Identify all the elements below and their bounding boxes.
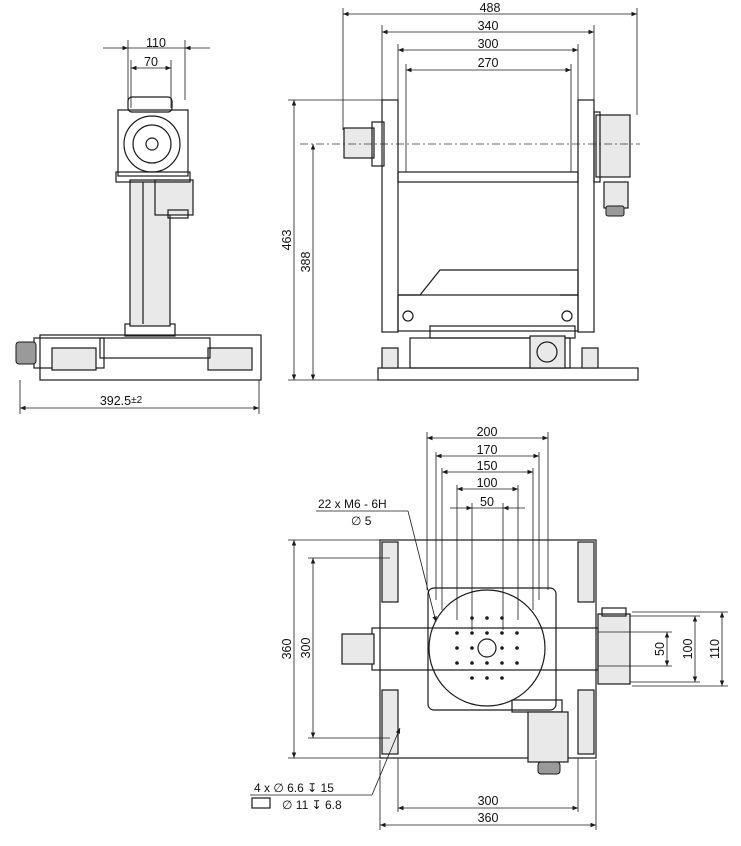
- front-frame-left: [381, 99, 399, 333]
- front-right-motor: [603, 181, 629, 209]
- rotary-thread-hole: [500, 631, 504, 635]
- front-left-motor: [343, 127, 375, 159]
- dim-top-100: 100: [477, 476, 498, 490]
- side-view: 110 70 392.5±2: [15, 36, 262, 414]
- rotary-thread-hole: [455, 631, 459, 635]
- dim-side-70: 70: [144, 55, 158, 69]
- dim-top-200: 200: [477, 425, 498, 439]
- dim-top-50-right: 50: [653, 642, 667, 656]
- front-frame-plate: [397, 171, 579, 183]
- side-base-left-handle: [51, 347, 97, 371]
- top-left-motor: [341, 633, 375, 665]
- thread-note-leader: [407, 510, 437, 623]
- dim-side-392-5: 392.5±2: [100, 394, 143, 408]
- rotary-thread-hole: [485, 661, 489, 665]
- front-frame-right: [577, 99, 595, 333]
- front-view: 488 340 300 270 463 388: [280, 1, 640, 381]
- rotary-thread-hole: [485, 676, 489, 680]
- dim-front-463: 463: [280, 230, 294, 251]
- dim-front-340: 340: [478, 19, 499, 33]
- dim-top-360-bottom: 360: [478, 811, 499, 825]
- rotary-thread-hole: [500, 661, 504, 665]
- dim-top-110-right: 110: [708, 639, 722, 659]
- top-rail-right-upper: [577, 541, 595, 603]
- mount-note-line1: 4 x ∅ 6.6 ↧ 15: [254, 781, 334, 795]
- side-rotary-center: [145, 137, 159, 151]
- front-bolt-right: [561, 310, 573, 322]
- top-rail-left-lower: [381, 689, 399, 755]
- dim-top-300-vertical: 300: [299, 638, 313, 659]
- rotary-thread-hole: [515, 661, 519, 665]
- mount-note-line2: ∅ 11 ↧ 6.8: [282, 798, 342, 812]
- rotary-thread-hole: [515, 646, 519, 650]
- rotary-thread-hole: [500, 646, 504, 650]
- dim-top-150: 150: [477, 459, 498, 473]
- dim-top-360-vertical: 360: [280, 639, 294, 660]
- rotary-thread-hole: [470, 631, 474, 635]
- front-stage-motor: [529, 335, 566, 369]
- side-head: [117, 109, 189, 177]
- rotary-thread-hole: [500, 616, 504, 620]
- top-rail-right-lower: [577, 689, 595, 755]
- rotary-thread-hole: [515, 631, 519, 635]
- side-rotary-outer: [123, 115, 181, 173]
- rotary-thread-hole: [470, 661, 474, 665]
- rotary-thread-hole: [470, 676, 474, 680]
- top-view: 200 170 150 100 50 22 x M6 - 6H ∅ 5 360: [250, 425, 728, 830]
- front-right-flange: [593, 111, 601, 183]
- dim-top-170: 170: [477, 443, 498, 457]
- front-stage-motor-face: [536, 341, 558, 363]
- top-motor-knob: [537, 761, 561, 775]
- front-bolt-left: [402, 310, 414, 322]
- dim-top-50: 50: [480, 495, 494, 509]
- front-base: [377, 367, 639, 381]
- side-rotary-inner: [132, 124, 172, 164]
- rotary-thread-hole: [455, 646, 459, 650]
- rotary-thread-hole: [485, 631, 489, 635]
- top-rail-left-upper: [381, 541, 399, 603]
- dim-top-300-bottom: 300: [478, 794, 499, 808]
- front-right-knob: [605, 205, 625, 217]
- front-foot-left: [381, 347, 399, 369]
- front-frame-bottom: [397, 294, 579, 332]
- dim-front-270: 270: [478, 56, 499, 70]
- dim-top-100-right: 100: [681, 639, 695, 660]
- rotary-thread-hole: [470, 646, 474, 650]
- top-right-cap: [601, 607, 627, 617]
- side-base: [39, 334, 262, 381]
- dim-front-488: 488: [480, 1, 501, 15]
- side-base-center: [99, 337, 211, 359]
- thread-note-line1: 22 x M6 - 6H: [318, 497, 387, 511]
- side-motor-knob: [167, 209, 189, 219]
- front-stage-top: [429, 325, 576, 339]
- rotary-thread-hole: [455, 661, 459, 665]
- mount-note-leader: [371, 727, 401, 796]
- rotary-thread-hole: [485, 616, 489, 620]
- top-right-rotary: [597, 613, 631, 685]
- thread-note-line2: ∅ 5: [351, 514, 372, 528]
- front-foot-right: [581, 347, 599, 369]
- top-carriage: [427, 587, 557, 711]
- counterbore-symbol-icon: [251, 797, 271, 809]
- front-frame-brace: [398, 269, 579, 296]
- rotary-thread-hole: [500, 676, 504, 680]
- side-motor-box: [154, 179, 194, 216]
- dim-front-300: 300: [478, 37, 499, 51]
- top-motor: [527, 711, 569, 763]
- top-axis-bar: [371, 627, 599, 671]
- rotary-thread-hole: [470, 616, 474, 620]
- side-base-right-handle: [207, 347, 253, 371]
- top-rotary-center: [477, 638, 497, 658]
- dim-front-388: 388: [299, 252, 313, 273]
- top-rotary-table: [428, 589, 546, 707]
- dim-side-110: 110: [146, 36, 166, 50]
- side-knob: [15, 341, 37, 365]
- side-head-cap: [127, 96, 173, 113]
- front-right-rotary: [595, 114, 631, 178]
- top-base-plate: [379, 539, 597, 759]
